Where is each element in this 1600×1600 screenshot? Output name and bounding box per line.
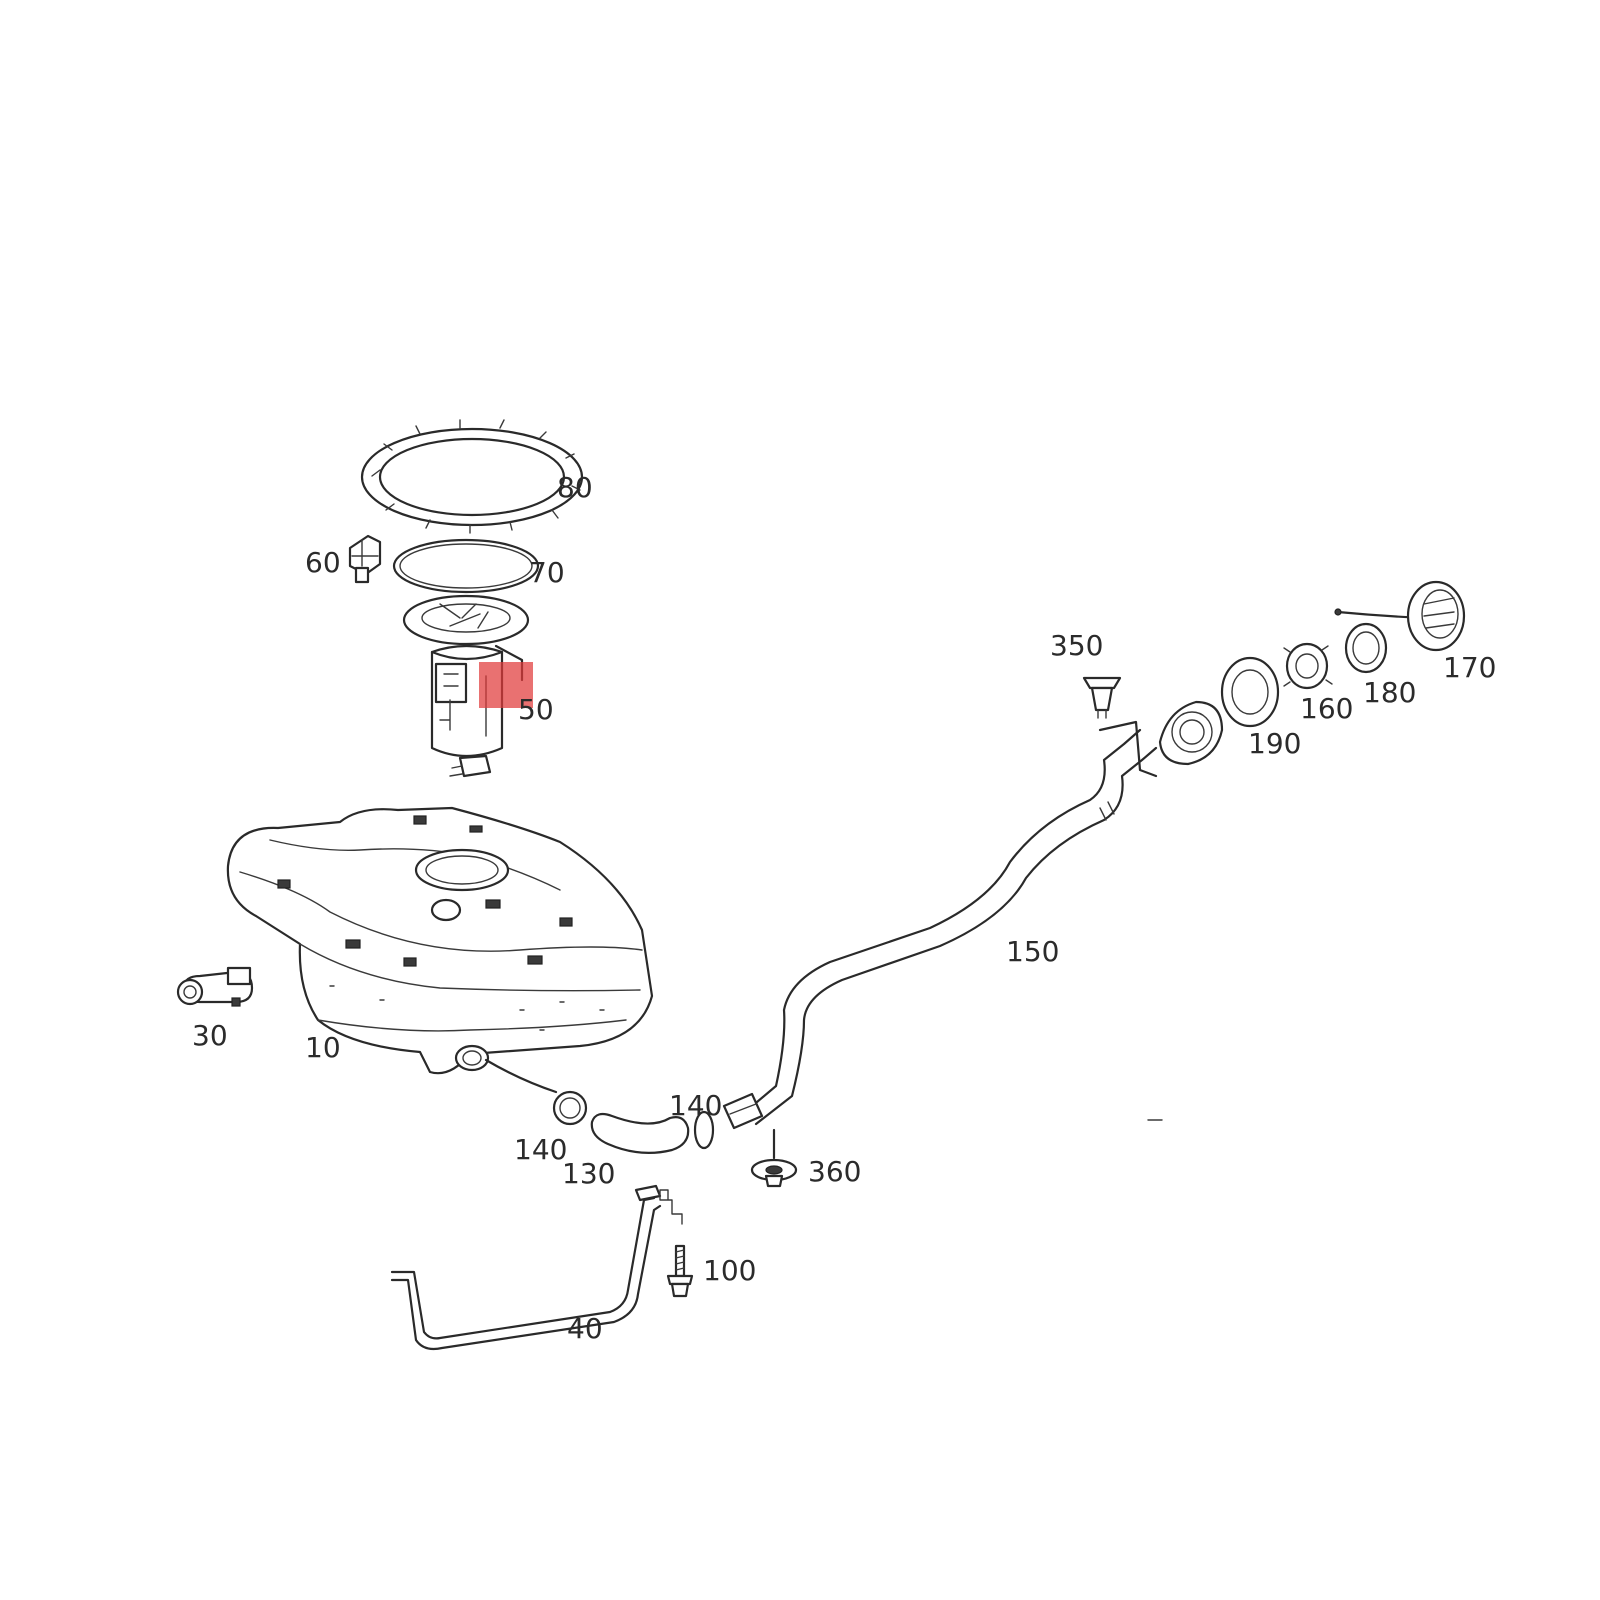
part-70-seal-ring [392, 538, 540, 594]
callout-150: 150 [1006, 935, 1059, 968]
callout-360: 360 [808, 1155, 861, 1188]
part-140-clamp-right [693, 1110, 715, 1150]
callout-100: 100 [703, 1254, 756, 1287]
part-190-seal [1220, 656, 1280, 728]
callout-140-left: 140 [514, 1133, 567, 1166]
part-170-fuel-cap [1334, 580, 1466, 652]
part-160-adapter [1283, 642, 1333, 690]
part-140-clamp-left [484, 1058, 588, 1126]
part-100-bolt [666, 1244, 694, 1298]
highlight-marker-50 [479, 662, 533, 708]
callout-10: 10 [305, 1031, 341, 1064]
callout-30: 30 [192, 1019, 228, 1052]
part-10-fuel-tank [226, 806, 654, 1075]
part-150-filler-pipe [722, 700, 1224, 1130]
callout-50: 50 [518, 693, 554, 726]
callout-80: 80 [557, 471, 593, 504]
part-30-valve [176, 966, 254, 1007]
callout-160: 160 [1300, 692, 1353, 725]
part-80-locking-ring [360, 419, 584, 534]
part-40-tank-strap [390, 1184, 683, 1351]
callout-180: 180 [1363, 676, 1416, 709]
callout-350: 350 [1050, 629, 1103, 662]
callout-130: 130 [562, 1157, 615, 1190]
callout-70: 70 [529, 556, 565, 589]
callout-60: 60 [305, 546, 341, 579]
callout-140-right: 140 [669, 1089, 722, 1122]
part-60-sensor [348, 534, 382, 584]
part-180-ring [1344, 622, 1388, 674]
part-350-clip [1082, 676, 1122, 719]
callout-40: 40 [567, 1312, 603, 1345]
part-360-grommet [750, 1128, 798, 1188]
part-130-hose [590, 1112, 690, 1154]
callout-170: 170 [1443, 651, 1496, 684]
callout-190: 190 [1248, 727, 1301, 760]
